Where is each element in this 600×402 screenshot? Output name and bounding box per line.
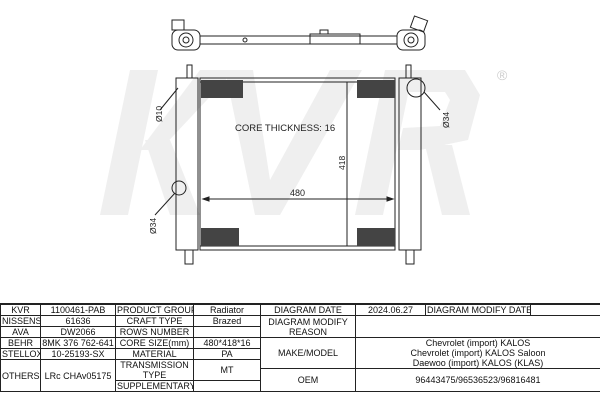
table-row: STELLOX 10-25193-SX MATERIAL PA <box>0 348 600 360</box>
field-value <box>530 304 600 316</box>
table-top-line <box>0 303 600 304</box>
make-model-item: Chevrolet (import) KALOS <box>425 338 531 349</box>
brand-cell: OTHERS <box>0 359 41 392</box>
table-row: KVR 1100461-PAB PRODUCT GROUP Radiator D… <box>0 304 600 316</box>
field-label: TRANSMISSION TYPE <box>115 359 194 381</box>
outlet-diameter-left: Ø34 <box>148 218 158 234</box>
field-label: OEM <box>260 368 356 392</box>
field-label: CRAFT TYPE <box>115 315 194 327</box>
part-number: LRc CHAv05175 <box>40 359 116 392</box>
field-label: DIAGRAM MODIFY REASON <box>260 315 356 338</box>
field-value: MT <box>193 359 261 381</box>
table-row: NISSENS 61636 CRAFT TYPE Brazed DIAGRAM … <box>0 315 600 338</box>
field-value <box>193 380 261 392</box>
field-label: PRODUCT GROUP <box>115 304 194 316</box>
field-label: ROWS NUMBER <box>115 326 194 338</box>
table-row: OTHERS LRc CHAv05175 TRANSMISSION TYPE M… <box>0 359 600 392</box>
registered-mark: ® <box>497 67 508 83</box>
field-label: DIAGRAM DATE <box>260 304 356 316</box>
field-label: CORE SIZE(mm) <box>115 337 194 349</box>
field-value: 480*418*16 <box>193 337 261 349</box>
field-value: 2024.06.27 <box>355 304 426 316</box>
spec-table: KVR 1100461-PAB PRODUCT GROUP Radiator D… <box>0 304 600 392</box>
part-number: 1100461-PAB <box>40 304 116 316</box>
oem-numbers: 96443475/96536523/96816481 <box>355 368 600 392</box>
top-view <box>171 15 429 51</box>
part-number: DW2066 <box>40 326 116 338</box>
field-value <box>355 315 600 338</box>
core-thickness-label: CORE THICKNESS: 16 <box>235 123 335 134</box>
make-model-item: Daewoo (import) KALOS (KLAS) <box>412 358 544 368</box>
field-label: MAKE/MODEL <box>260 337 356 369</box>
field-value <box>193 326 261 338</box>
field-value: PA <box>193 348 261 360</box>
outlet-diameter-right: Ø34 <box>441 112 451 128</box>
part-number: 10-25193-SX <box>40 348 116 360</box>
part-number: 8MK 376 762-641 <box>40 337 116 349</box>
brand-cell: NISSENS <box>0 315 41 327</box>
height-dimension: 418 <box>337 156 347 170</box>
table-row: BEHR 8MK 376 762-641 CORE SIZE(mm) 480*4… <box>0 337 600 369</box>
radiator-drawing: ® CORE THICKN <box>100 15 508 265</box>
field-label: SUPPLEMENTARY <box>115 380 194 392</box>
brand-cell: BEHR <box>0 337 41 349</box>
field-label: MATERIAL <box>115 348 194 360</box>
table-row: AVA DW2066 ROWS NUMBER <box>0 326 600 338</box>
width-dimension: 480 <box>290 188 305 198</box>
make-model-item: Chevrolet (import) KALOS Saloon <box>410 348 546 358</box>
field-value: Brazed <box>193 315 261 327</box>
part-number: 61636 <box>40 315 116 327</box>
table-row: SUPPLEMENTARY <box>1 380 600 392</box>
table-row: OEM 96443475/96536523/96816481 <box>1 368 600 392</box>
make-model-list: Chevrolet (import) KALOS Chevrolet (impo… <box>355 337 600 369</box>
brand-cell: KVR <box>0 304 41 316</box>
brand-cell: AVA <box>0 326 41 338</box>
field-label: DIAGRAM MODIFY DATE <box>425 304 531 316</box>
field-value: Radiator <box>193 304 261 316</box>
front-view <box>154 64 441 265</box>
brand-cell: STELLOX <box>0 348 41 360</box>
inlet-diameter: Ø10 <box>154 106 164 122</box>
